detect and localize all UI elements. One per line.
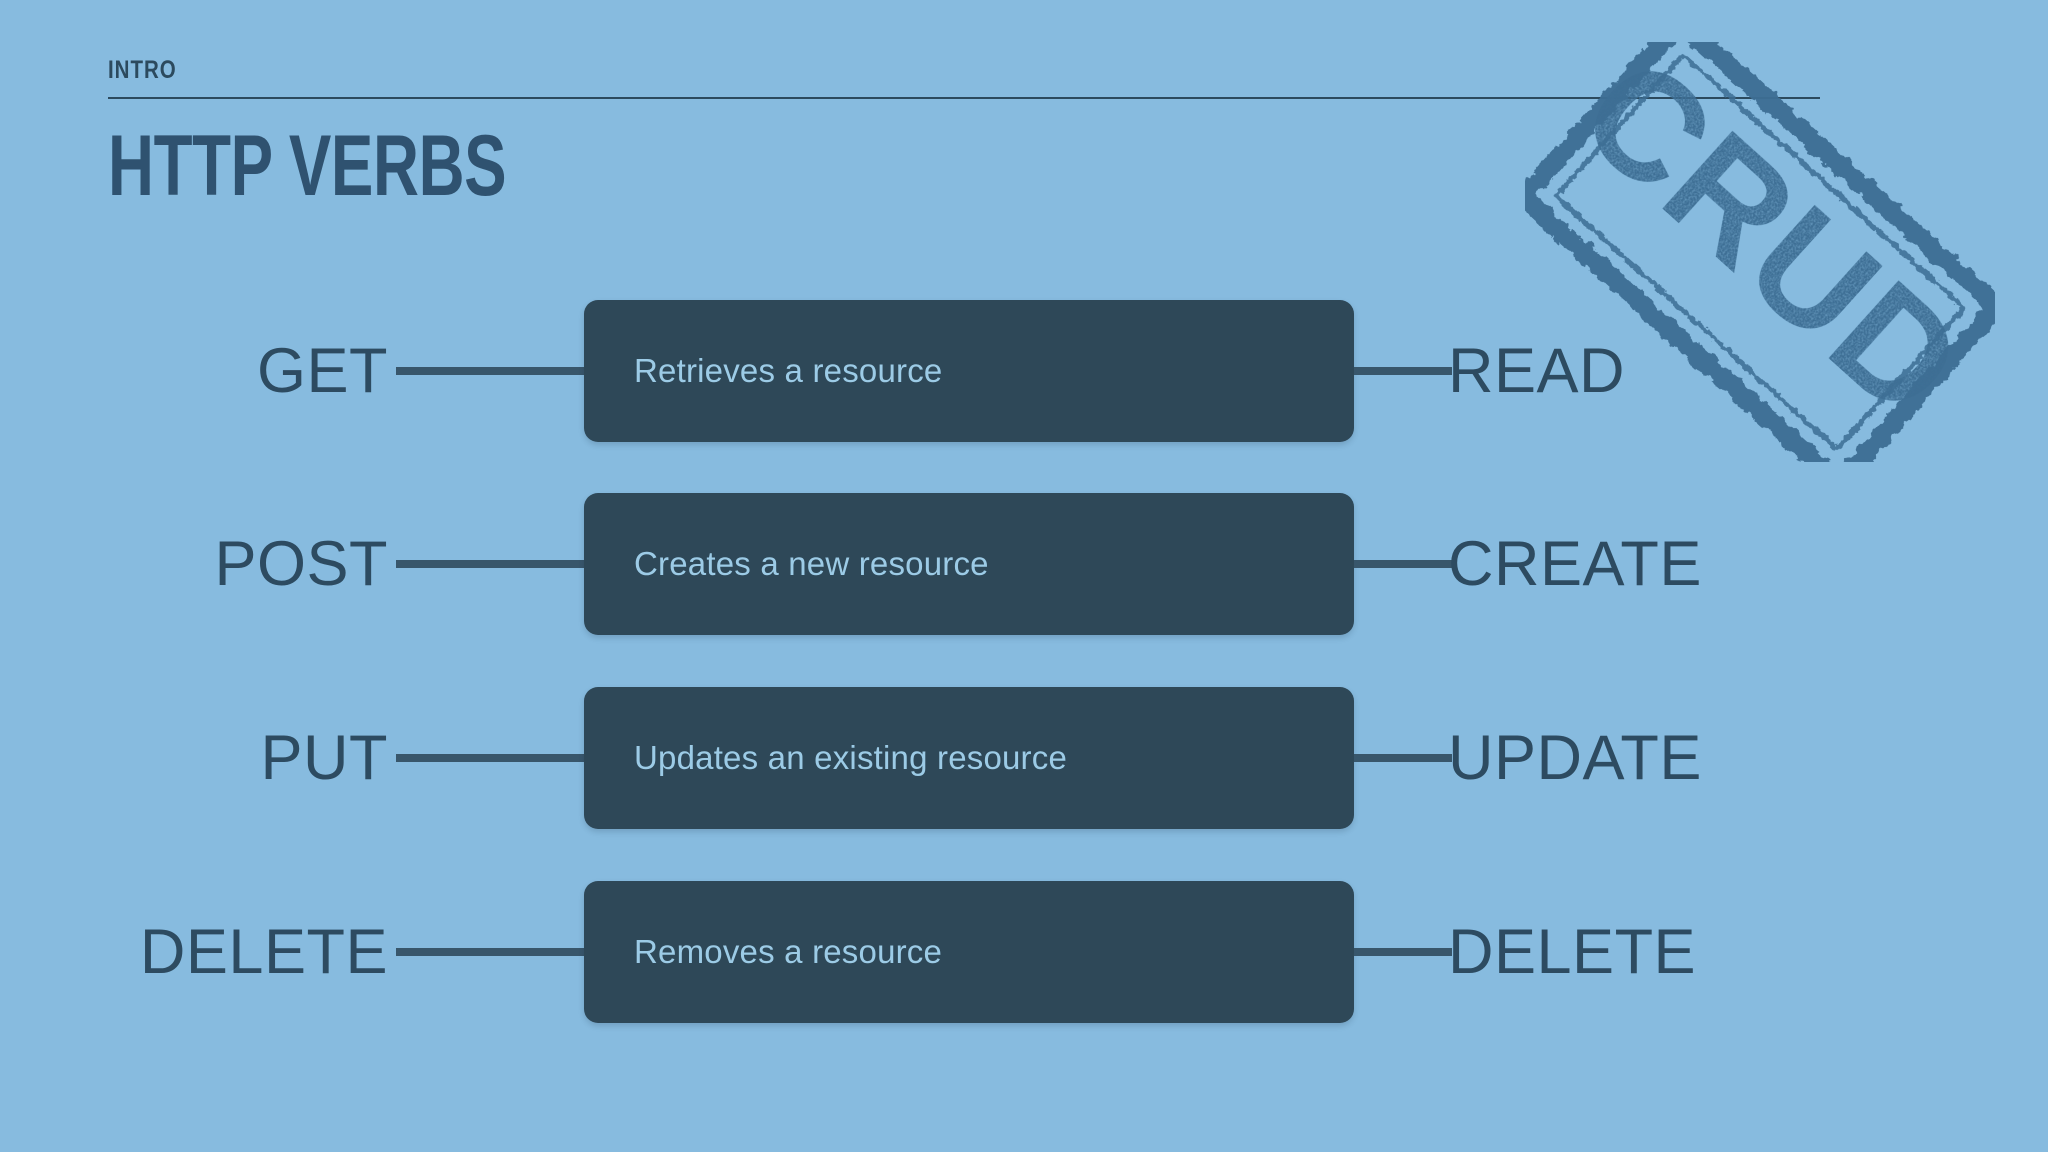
description-card: Updates an existing resource xyxy=(584,687,1354,829)
description-text: Updates an existing resource xyxy=(634,739,1068,776)
page-title: HTTP VERBS xyxy=(108,118,507,214)
http-verb-label: PUT xyxy=(260,722,388,793)
description-card: Retrieves a resource xyxy=(584,300,1354,442)
description-card: Creates a new resource xyxy=(584,493,1354,635)
crud-operation-label: DELETE xyxy=(1448,916,1697,987)
crud-operation-label: UPDATE xyxy=(1448,722,1702,793)
description-text: Removes a resource xyxy=(634,933,943,970)
verb-row: DELETE Removes a resource DELETE xyxy=(0,881,2048,1023)
http-verb-label: DELETE xyxy=(139,916,388,987)
verb-row: GET Retrieves a resource READ xyxy=(0,300,2048,442)
description-text: Retrieves a resource xyxy=(634,352,943,389)
verb-row: POST Creates a new resource CREATE xyxy=(0,493,2048,635)
description-text: Creates a new resource xyxy=(634,545,989,582)
crud-operation-label: CREATE xyxy=(1448,528,1702,599)
http-verb-label: GET xyxy=(256,335,388,406)
connector-line-right xyxy=(1354,754,1452,762)
connector-line-right xyxy=(1354,948,1452,956)
connector-line-left xyxy=(396,948,586,956)
connector-line-left xyxy=(396,754,586,762)
section-kicker: INTRO xyxy=(108,56,177,84)
verb-row: PUT Updates an existing resource UPDATE xyxy=(0,687,2048,829)
slide-header: INTRO HTTP VERBS xyxy=(108,58,1928,211)
connector-line-right xyxy=(1354,367,1452,375)
description-card: Removes a resource xyxy=(584,881,1354,1023)
connector-line-right xyxy=(1354,560,1452,568)
http-verb-label: POST xyxy=(214,528,388,599)
crud-operation-label: READ xyxy=(1448,335,1626,406)
header-divider xyxy=(108,97,1820,99)
connector-line-left xyxy=(396,560,586,568)
connector-line-left xyxy=(396,367,586,375)
